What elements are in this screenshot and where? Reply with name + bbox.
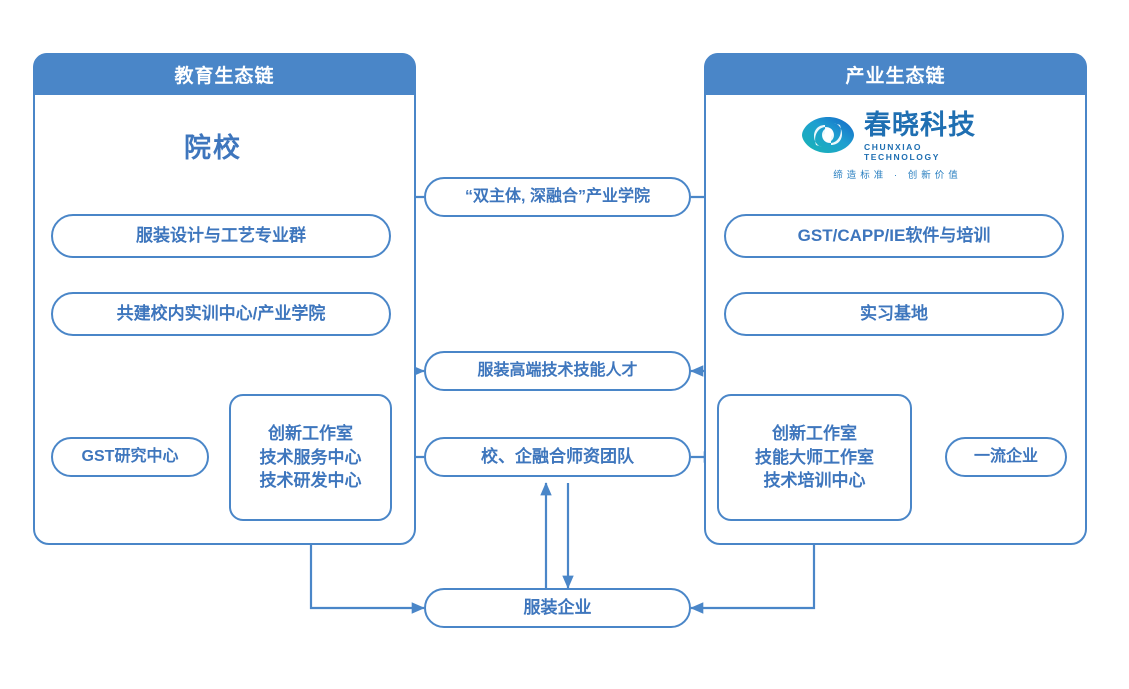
node-top-enterprise[interactable]: 一流企业 [945,437,1067,477]
node-gst-research-center[interactable]: GST研究中心 [51,437,209,477]
node-software-training[interactable]: GST/CAPP/IE软件与培训 [724,214,1064,258]
brand-name: 春晓科技 [864,110,976,140]
node-program-group-label: 服装设计与工艺专业群 [136,226,306,246]
node-talent-label: 服装高端技术技能人才 [477,361,638,379]
node-apparel-enterprise[interactable]: 服装企业 [424,588,691,628]
node-right-studio-line-2: 技能大师工作室 [755,447,874,467]
node-right-innovation-studio[interactable]: 创新工作室 技能大师工作室 技术培训中心 [717,394,912,521]
node-left-studio-line-2: 技术服务中心 [259,447,362,467]
brand-row: 春晓科技 CHUNXIAO TECHNOLOGY [800,112,995,162]
brand-text: 春晓科技 CHUNXIAO TECHNOLOGY [864,110,995,163]
node-software-training-label: GST/CAPP/IE软件与培训 [797,226,991,246]
node-internship-base[interactable]: 实习基地 [724,292,1064,336]
node-school-training-center-label: 共建校内实训中心/产业学院 [116,304,326,324]
node-left-studio-line-3: 技术研发中心 [259,471,362,491]
panel-education-header: 教育生态链 [33,53,416,95]
node-top-enterprise-label: 一流企业 [973,447,1038,465]
brand-english-name: CHUNXIAO TECHNOLOGY [864,142,940,162]
panel-industry-header-label: 产业生态链 [845,65,946,87]
node-industry-college[interactable]: “双主体, 深融合”产业学院 [424,177,691,217]
node-program-group[interactable]: 服装设计与工艺专业群 [51,214,391,258]
panel-education-header-label: 教育生态链 [174,65,275,87]
node-right-studio-line-1: 创新工作室 [772,423,857,443]
left-section-title: 院校 [184,133,242,163]
node-gst-research-center-label: GST研究中心 [81,447,179,465]
brand-slogan: 缔造标准 · 创新价值 [833,170,962,181]
brand-logo-chunxiao: 春晓科技 CHUNXIAO TECHNOLOGY 缔造标准 · 创新价值 [800,112,995,181]
node-industry-college-label: “双主体, 深融合”产业学院 [465,187,650,205]
node-left-innovation-studio[interactable]: 创新工作室 技术服务中心 技术研发中心 [229,394,392,521]
node-apparel-enterprise-label: 服装企业 [523,598,592,618]
node-internship-base-label: 实习基地 [860,304,928,324]
node-left-studio-line-1: 创新工作室 [268,423,353,443]
node-school-training-center[interactable]: 共建校内实训中心/产业学院 [51,292,391,336]
node-faculty-team[interactable]: 校、企融合师资团队 [424,437,691,477]
node-talent[interactable]: 服装高端技术技能人才 [424,351,691,391]
chunxiao-eye-logo-icon [800,115,856,160]
node-right-studio-line-3: 技术培训中心 [763,471,866,491]
node-faculty-team-label: 校、企融合师资团队 [481,447,634,467]
panel-industry-header: 产业生态链 [704,53,1087,95]
